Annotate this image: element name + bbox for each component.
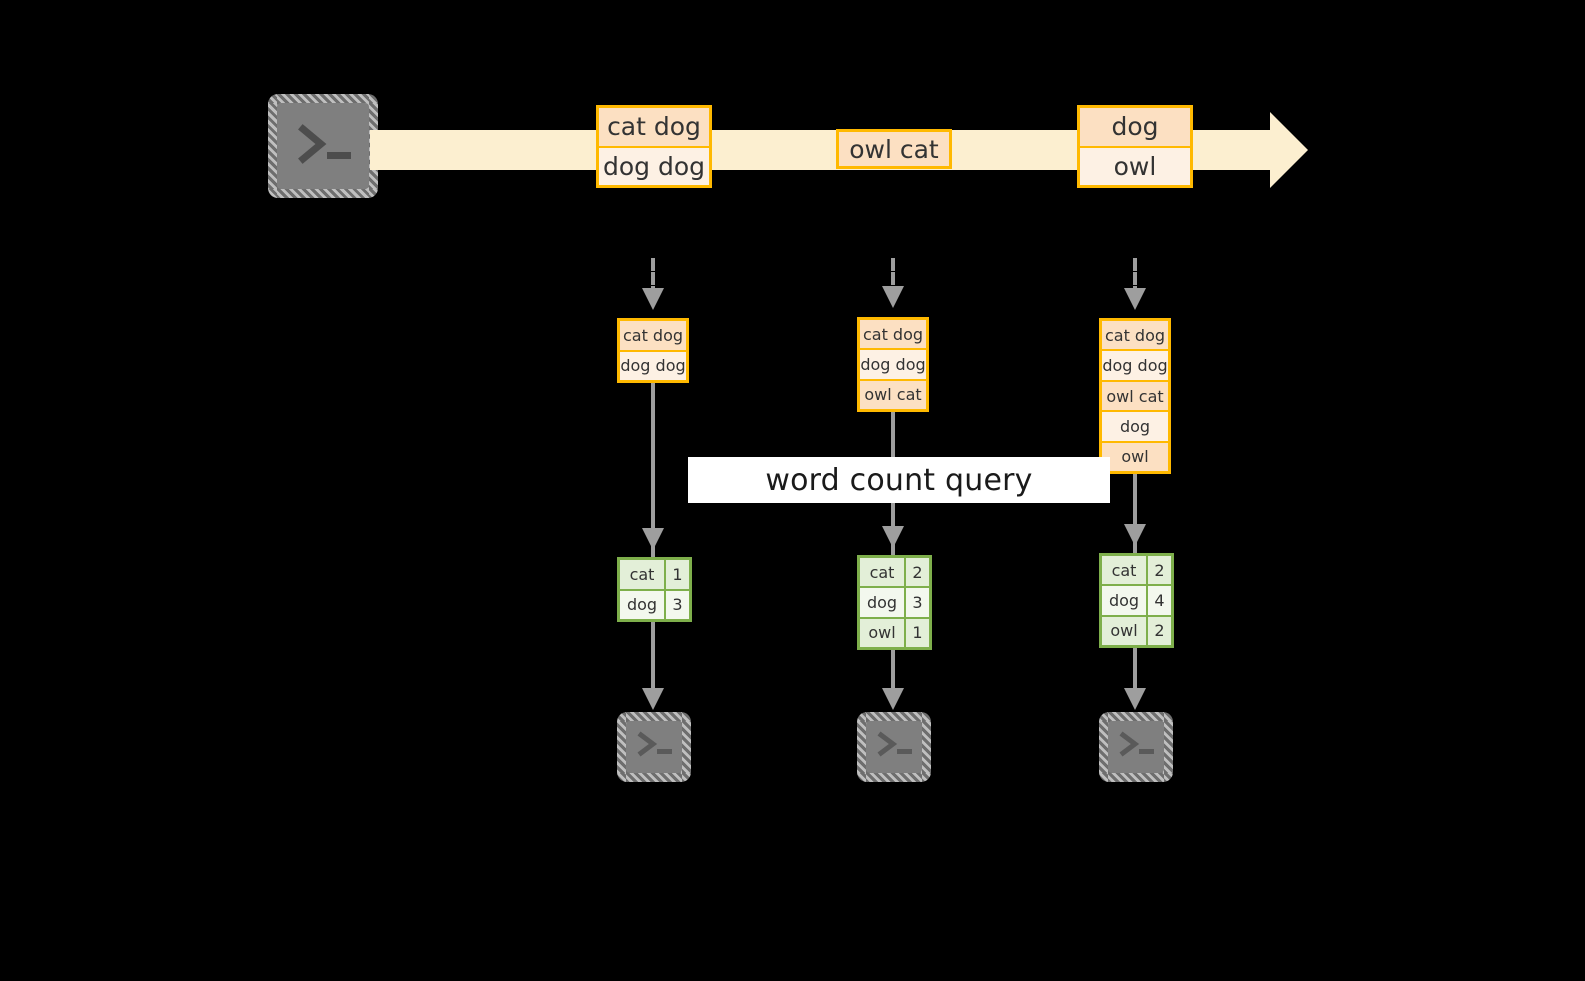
- query-connector-arrowhead-3: [1124, 524, 1146, 546]
- log-line: dog dog: [1102, 349, 1168, 380]
- table-cell-word: owl: [1110, 621, 1138, 641]
- table-cell-word: owl: [868, 623, 896, 643]
- result-table-3: cat 2 dog 4 owl 2: [1099, 553, 1174, 648]
- log-line: dog dog: [620, 349, 686, 380]
- consumer-terminal-icon-1: [617, 712, 691, 782]
- log-line: owl cat: [860, 378, 926, 409]
- terminal-screen: [866, 721, 922, 773]
- terminal-screen: [626, 721, 682, 773]
- log-line: owl: [1102, 440, 1168, 472]
- consumer-terminal-icon-3: [1099, 712, 1173, 782]
- query-connector-arrowhead-1: [642, 528, 664, 550]
- log-line: owl cat: [1102, 379, 1168, 411]
- terminal-prompt-icon: [1119, 731, 1154, 757]
- producer-terminal-icon: [268, 94, 378, 198]
- terminal-prompt-icon: [637, 731, 672, 757]
- stream-message-line: dog: [1080, 108, 1190, 146]
- stream-message-3: dog owl: [1077, 105, 1193, 188]
- terminal-screen: [1108, 721, 1164, 773]
- table-cell-count: 1: [664, 560, 689, 589]
- query-label: word count query: [688, 457, 1110, 503]
- consumer-connector-2: [891, 650, 895, 690]
- table-row: dog 3: [860, 586, 929, 617]
- stream-message-1: cat dog dog dog: [596, 105, 712, 188]
- terminal-prompt-icon: [298, 124, 351, 164]
- consumer-connector-1: [651, 622, 655, 690]
- log-line: cat dog: [620, 321, 686, 350]
- table-cell-word: cat: [629, 564, 655, 584]
- table-cell-word: cat: [869, 562, 895, 582]
- table-row: owl 1: [860, 616, 929, 647]
- log-line: dog: [1102, 410, 1168, 441]
- event-stream-arrowhead: [1270, 112, 1308, 188]
- table-cell-count: 1: [904, 618, 929, 647]
- snapshot-tap-dashed-1: [651, 258, 655, 294]
- result-table-1: cat 1 dog 3: [617, 557, 692, 622]
- snapshot-log-1: cat dog dog dog: [617, 318, 689, 383]
- table-cell-count: 3: [664, 590, 689, 619]
- snapshot-tap-dashed-2: [891, 258, 895, 294]
- snapshot-tap-arrowhead-3: [1124, 288, 1146, 310]
- result-table-2: cat 2 dog 3 owl 1: [857, 555, 932, 650]
- snapshot-log-3: cat dog dog dog owl cat dog owl: [1099, 318, 1171, 474]
- query-connector-3: [1133, 474, 1137, 556]
- table-row: cat 1: [620, 560, 689, 589]
- table-row: dog 4: [1102, 584, 1171, 615]
- snapshot-log-2: cat dog dog dog owl cat: [857, 317, 929, 412]
- log-line: cat dog: [860, 320, 926, 349]
- table-row: dog 3: [620, 588, 689, 619]
- table-cell-count: 3: [904, 588, 929, 617]
- stream-message-2: owl cat: [836, 129, 952, 169]
- stream-message-line: dog dog: [599, 145, 709, 185]
- table-cell-count: 4: [1146, 586, 1171, 615]
- table-cell-word: dog: [866, 592, 898, 612]
- log-line: cat dog: [1102, 321, 1168, 350]
- consumer-connector-3: [1133, 648, 1137, 690]
- table-row: cat 2: [1102, 556, 1171, 585]
- snapshot-tap-arrowhead-2: [882, 286, 904, 308]
- consumer-terminal-icon-2: [857, 712, 931, 782]
- consumer-connector-arrowhead-2: [882, 688, 904, 710]
- stream-message-line: owl cat: [839, 132, 949, 166]
- snapshot-tap-arrowhead-1: [642, 288, 664, 310]
- table-cell-count: 2: [1146, 556, 1171, 585]
- stream-message-line: owl: [1080, 145, 1190, 185]
- table-row: owl 2: [1102, 614, 1171, 645]
- terminal-prompt-icon: [877, 731, 912, 757]
- consumer-connector-arrowhead-1: [642, 688, 664, 710]
- log-line: dog dog: [860, 348, 926, 379]
- table-cell-count: 2: [1146, 616, 1171, 645]
- table-cell-word: dog: [1108, 590, 1140, 610]
- query-connector-1: [651, 383, 655, 558]
- consumer-connector-arrowhead-3: [1124, 688, 1146, 710]
- table-cell-word: dog: [626, 595, 658, 615]
- stream-message-line: cat dog: [599, 108, 709, 146]
- table-cell-word: cat: [1111, 560, 1137, 580]
- snapshot-tap-dashed-3: [1133, 258, 1137, 294]
- query-connector-arrowhead-2: [882, 526, 904, 548]
- table-cell-count: 2: [904, 558, 929, 587]
- table-row: cat 2: [860, 558, 929, 587]
